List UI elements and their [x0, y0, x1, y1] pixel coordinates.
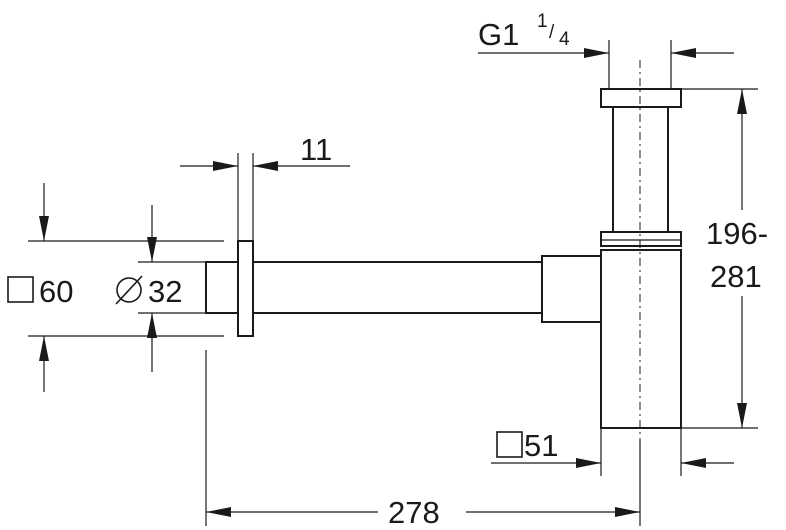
bottle-body — [600, 249, 682, 429]
flange-arrow-right — [253, 161, 278, 171]
height-range-top: 196- — [706, 216, 768, 251]
rosette-dimension: 60 — [7, 183, 224, 392]
rosette-size-value: 60 — [39, 274, 73, 309]
pipe-diameter-value: 32 — [148, 274, 182, 309]
height-range-bottom: 281 — [710, 259, 762, 294]
wall-stub — [205, 261, 239, 314]
pipe-arrow-bottom — [147, 313, 157, 338]
thread-fraction-numerator: 1 — [537, 11, 548, 32]
projection-value: 278 — [388, 495, 440, 530]
square-symbol-body — [496, 431, 523, 458]
pipe-sleeve — [541, 255, 602, 323]
top-nut — [600, 88, 682, 108]
projection-dimension: 278 — [205, 350, 641, 530]
projection-arrow-left — [206, 507, 231, 517]
projection-arrow-right — [615, 507, 640, 517]
rosette-arrow-bottom — [39, 336, 49, 361]
rosette-arrow-top — [39, 216, 49, 241]
flange-thickness-dimension: 11 — [180, 132, 350, 241]
wall-rosette — [237, 240, 254, 337]
middle-nut — [600, 231, 682, 247]
height-arrow-top — [737, 89, 747, 114]
thread-fraction-denominator: 4 — [559, 29, 570, 50]
siphon-body-group — [205, 60, 682, 440]
pipe-diameter-dimension: 32 — [115, 205, 206, 372]
height-arrow-bottom — [737, 403, 747, 428]
flange-arrow-left — [213, 161, 238, 171]
body-size-dimension: 51 — [491, 428, 734, 476]
thread-arrow-right — [671, 48, 696, 58]
body-arrow-left — [576, 458, 601, 468]
square-symbol — [7, 276, 34, 303]
body-size-value: 51 — [524, 428, 558, 463]
height-range-dimension: 196- 281 — [681, 88, 768, 429]
thread-arrow-left — [584, 48, 609, 58]
thread-label: G1 — [478, 17, 519, 52]
thread-dimension: G1 1 / 4 — [478, 11, 734, 89]
flange-thickness-value: 11 — [300, 132, 332, 167]
body-arrow-right — [681, 458, 706, 468]
thread-fraction-separator: / — [549, 22, 555, 43]
pipe-arrow-top — [147, 237, 157, 262]
diameter-symbol — [115, 275, 143, 305]
